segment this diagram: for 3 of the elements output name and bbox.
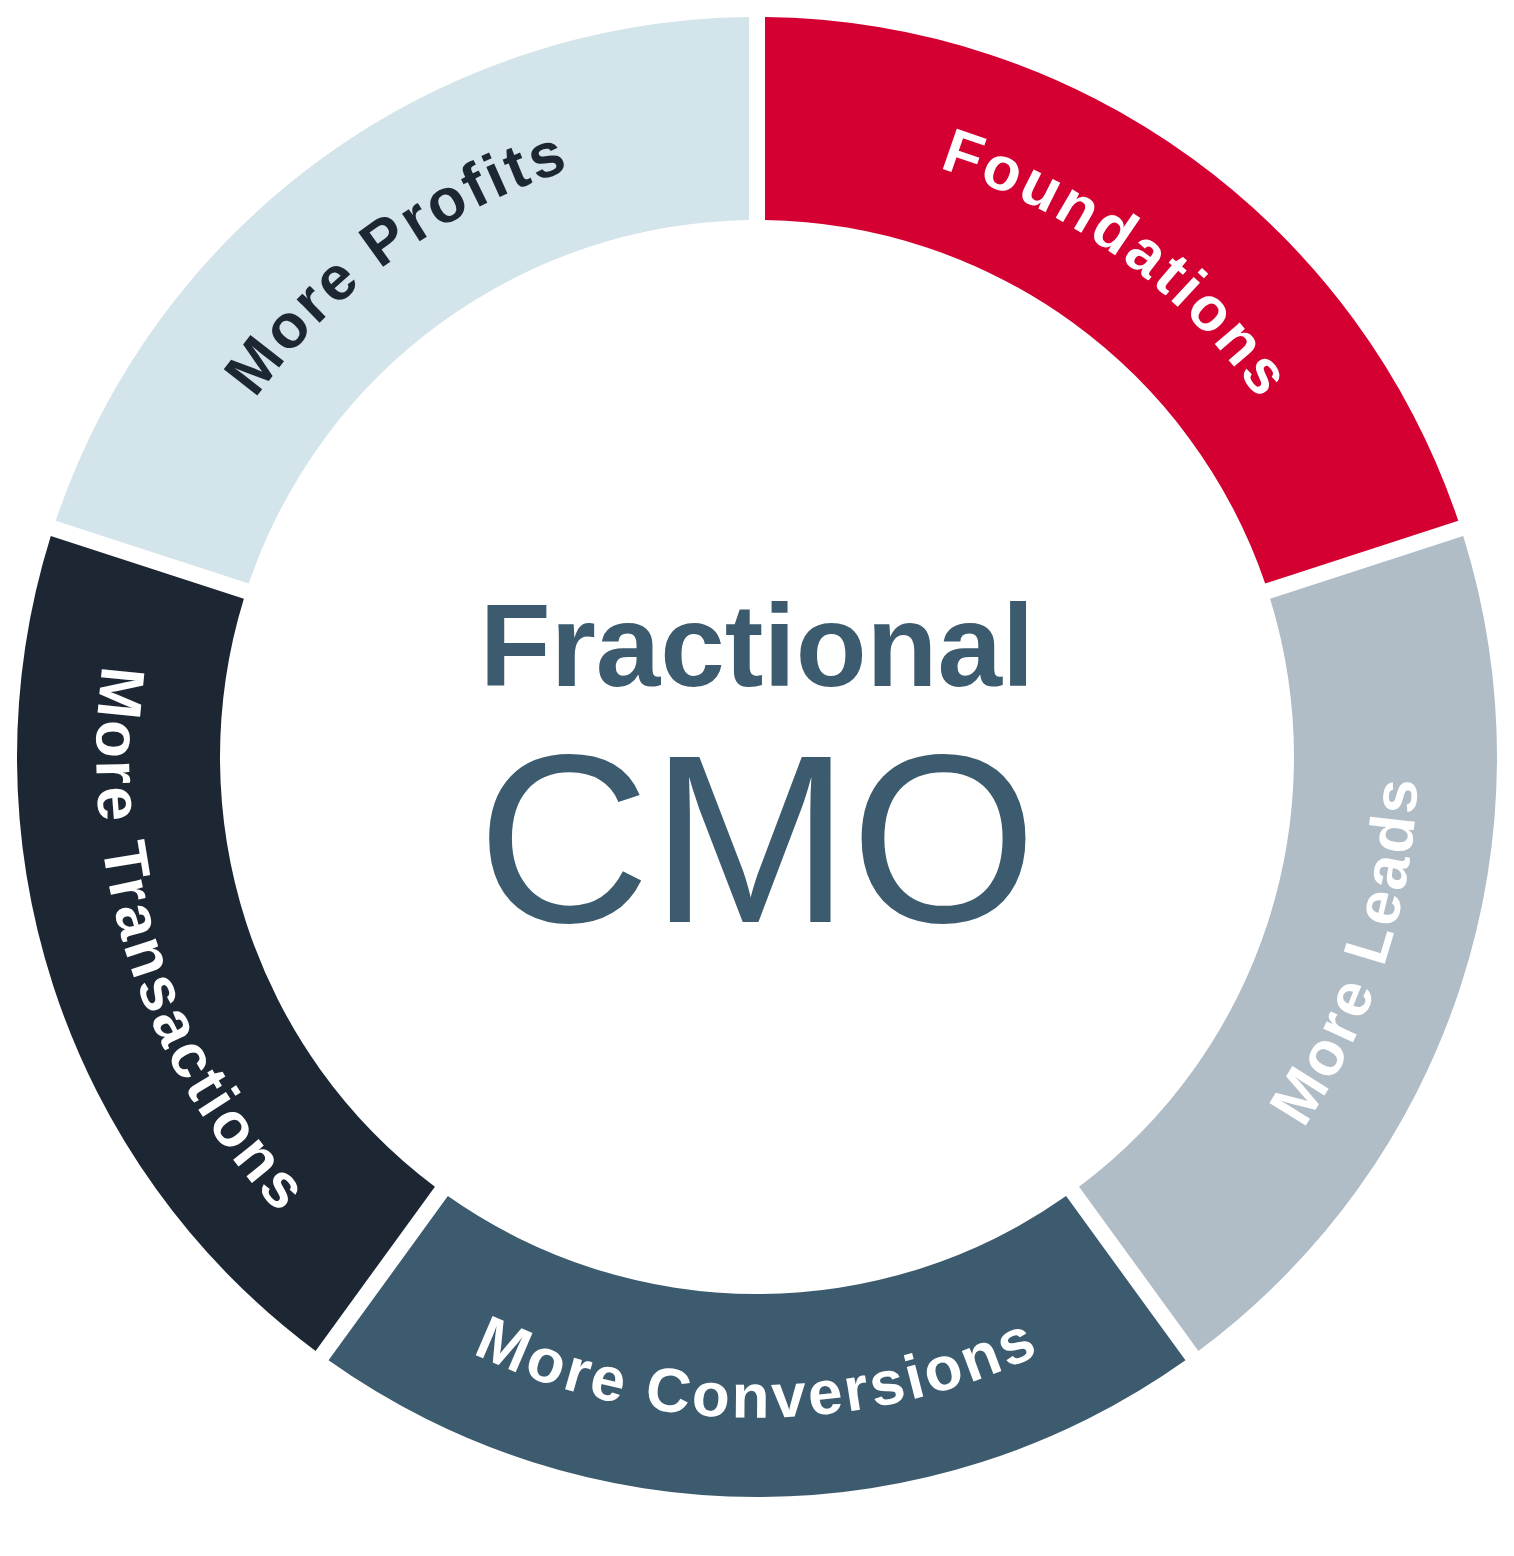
segment-label: More Conversions (466, 1302, 1048, 1431)
center-heading: Fractional (478, 588, 1036, 704)
center-title: CMO (476, 719, 1038, 959)
